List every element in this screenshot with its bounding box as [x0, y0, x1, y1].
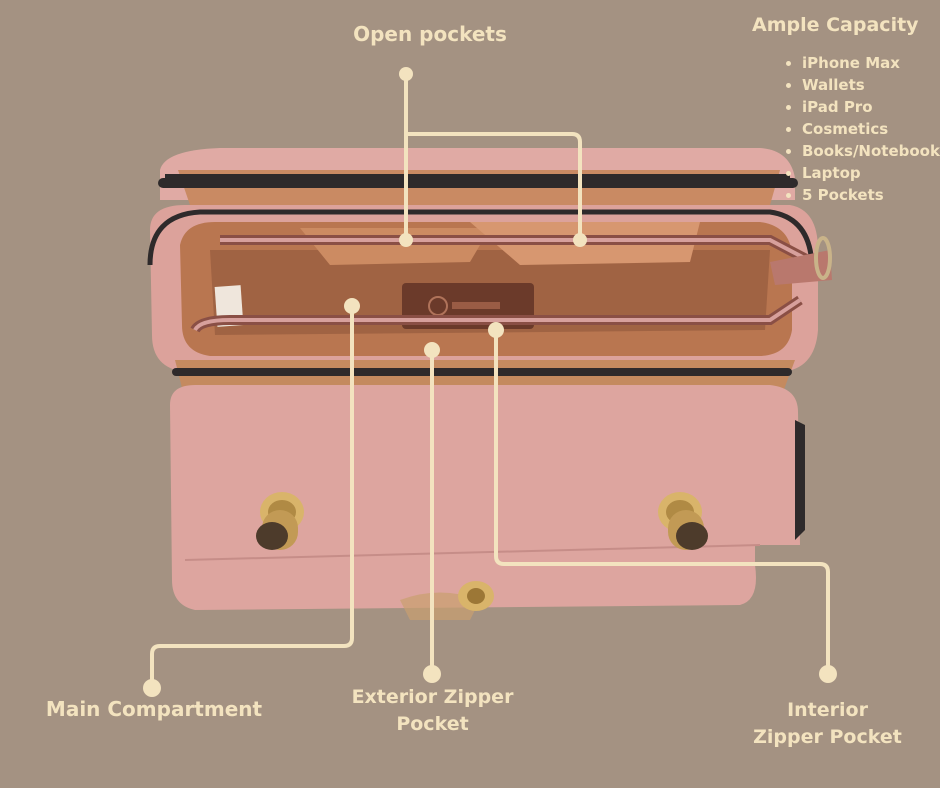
callout-dot [423, 665, 441, 683]
interior-zipper-pocket-label: Interior Zipper Pocket [753, 699, 902, 748]
callout-dot [573, 233, 587, 247]
open-pocket-left [300, 228, 490, 265]
capacity-item: Laptop [802, 162, 940, 184]
capacity-item: iPad Pro [802, 96, 940, 118]
callout-dot [344, 298, 360, 314]
center-clasp [400, 581, 494, 620]
callout-dot [819, 665, 837, 683]
bag-front-flap [170, 385, 800, 610]
main-compartment-label: Main Compartment [45, 697, 263, 721]
callout-line-main [150, 304, 354, 690]
callout-dot [143, 679, 161, 697]
stud-right [658, 492, 708, 550]
bag-rear-trim [158, 178, 798, 188]
capacity-item: Wallets [802, 74, 940, 96]
open-pockets-label: Open pockets [353, 22, 507, 46]
callout-line-open-pocket-b [404, 132, 582, 242]
callout-dot [399, 67, 413, 81]
capacity-item: iPhone Max [802, 52, 940, 74]
ample-capacity-title: Ample Capacity [752, 14, 919, 36]
callout-dot [488, 322, 504, 338]
callout-dot [399, 233, 413, 247]
capacity-item: 5 Pockets [802, 184, 940, 206]
exterior-zipper-pocket-label: Exterior Zipper Pocket [351, 686, 514, 735]
capacity-list: iPhone Max Wallets iPad Pro Cosmetics Bo… [784, 52, 940, 206]
callout-dot [424, 342, 440, 358]
capacity-item: Cosmetics [802, 118, 940, 140]
stud-left [256, 492, 304, 550]
callout-line-interior [494, 328, 830, 676]
capacity-item: Books/Notebook [802, 140, 940, 162]
